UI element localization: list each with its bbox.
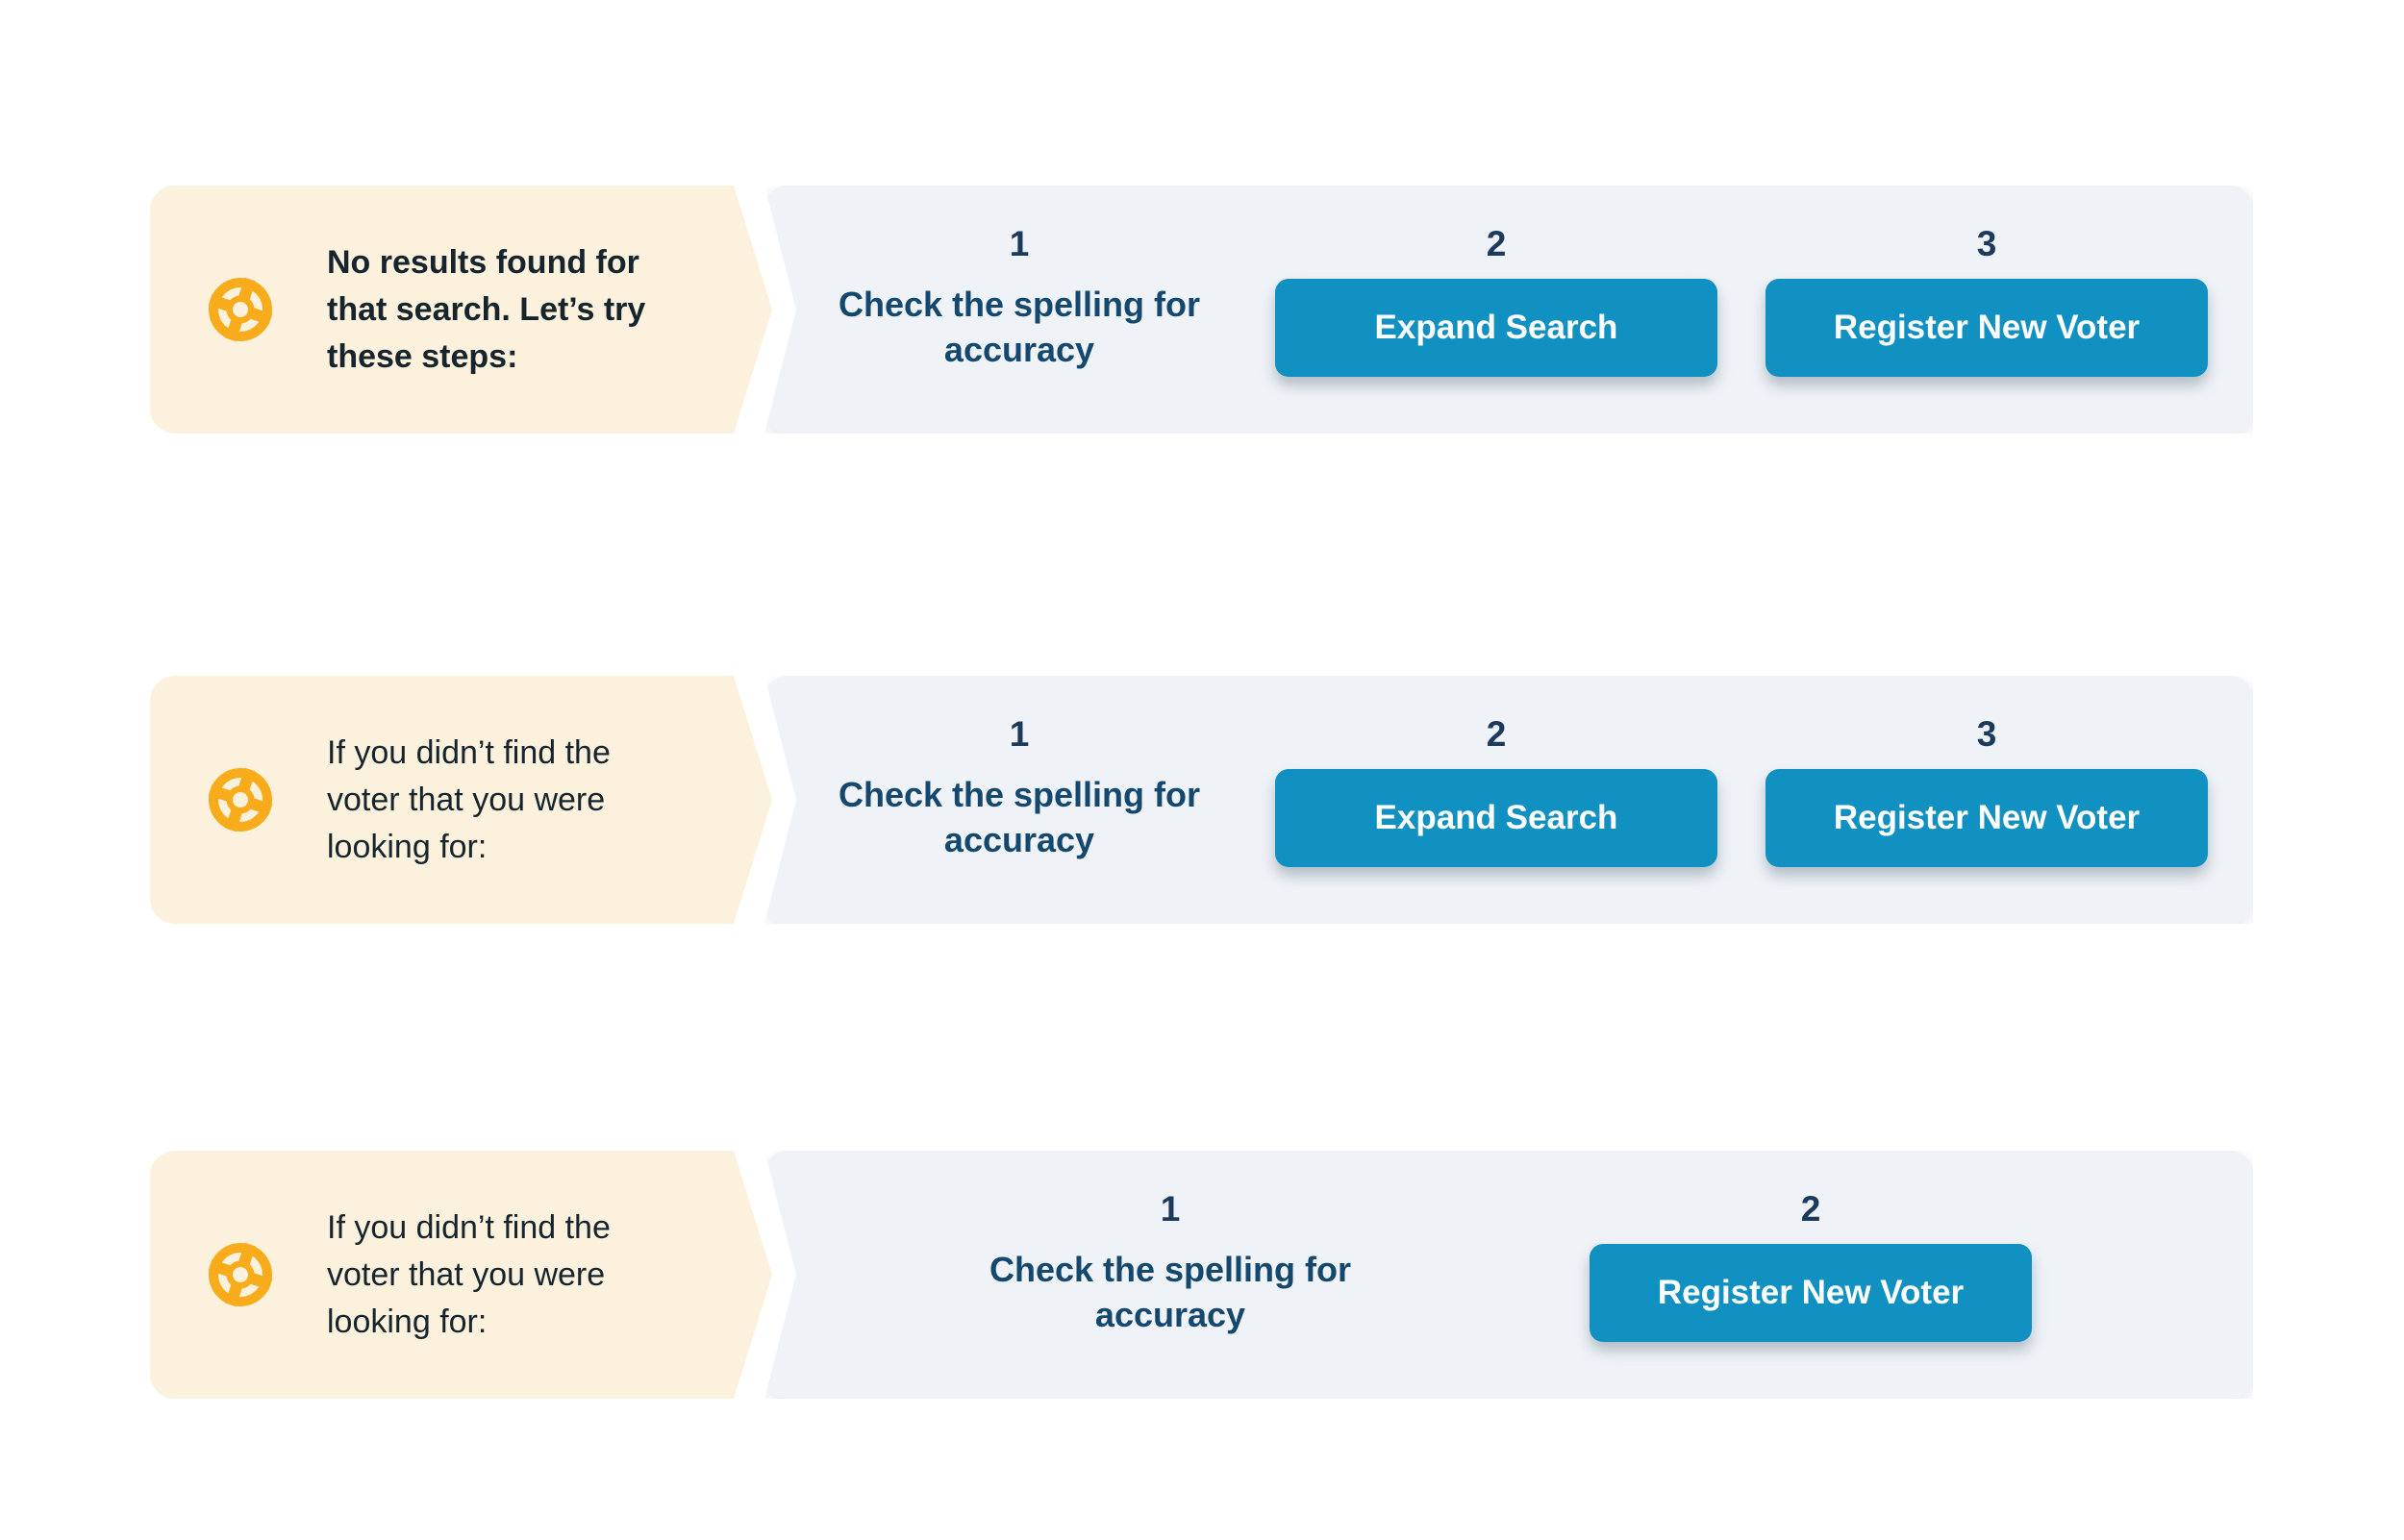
lifebuoy-icon	[208, 1242, 273, 1307]
step-number: 3	[1976, 714, 1997, 754]
step-item: 1 Check the spelling for accuracy	[769, 186, 1269, 434]
callout-text: No results found for that search. Let’s …	[327, 239, 645, 381]
step-number: 2	[1486, 714, 1507, 754]
step-number: 2	[1486, 224, 1507, 263]
steps-panel: 1 Check the spelling for accuracy 2 Regi…	[764, 1151, 2253, 1399]
register-new-voter-button[interactable]: Register New Voter	[1765, 279, 2208, 377]
expand-search-button[interactable]: Expand Search	[1275, 769, 1717, 867]
step-number: 3	[1976, 224, 1997, 263]
lifebuoy-icon	[208, 277, 273, 342]
callout-text: If you didn’t find the voter that you we…	[327, 1205, 611, 1346]
step-number: 1	[1160, 1189, 1181, 1229]
step-item: 3 Register New Voter	[1737, 186, 2237, 434]
register-new-voter-button[interactable]: Register New Voter	[1765, 769, 2208, 867]
lifebuoy-icon	[208, 767, 273, 832]
callout-text-line: that search. Let’s try	[327, 290, 646, 328]
step-number: 2	[1800, 1189, 1821, 1229]
step-item: 1 Check the spelling for accuracy	[769, 676, 1269, 924]
callout-text-line: voter that you were	[327, 781, 606, 818]
register-new-voter-button[interactable]: Register New Voter	[1590, 1244, 2032, 1342]
step-instruction: Check the spelling for accuracy	[838, 285, 1201, 369]
step-item: 2 Register New Voter	[1561, 1151, 2061, 1399]
expand-search-button[interactable]: Expand Search	[1275, 279, 1717, 377]
callout-text-line: looking for:	[327, 828, 488, 865]
step-item: 1 Check the spelling for accuracy	[920, 1151, 1420, 1399]
step-number: 1	[1009, 714, 1030, 754]
callout-text-line: looking for:	[327, 1303, 488, 1340]
callout-text-line: voter that you were	[327, 1255, 606, 1293]
callout-text-line: If you didn’t find the	[327, 1208, 611, 1246]
callout-text-line: these steps:	[327, 337, 518, 375]
callout-bubble: No results found for that search. Let’s …	[150, 186, 772, 434]
step-instruction: Check the spelling for accuracy	[838, 775, 1201, 859]
guidance-row: If you didn’t find the voter that you we…	[0, 1151, 2404, 1399]
callout-text-line: No results found for	[327, 243, 639, 281]
step-instruction: Check the spelling for accuracy	[989, 1250, 1352, 1334]
step-item: 2 Expand Search	[1246, 676, 1746, 924]
callout-bubble: If you didn’t find the voter that you we…	[150, 1151, 772, 1399]
step-number: 1	[1009, 224, 1030, 263]
step-item: 2 Expand Search	[1246, 186, 1746, 434]
callout-text: If you didn’t find the voter that you we…	[327, 730, 611, 871]
guidance-row: No results found for that search. Let’s …	[0, 186, 2404, 434]
step-item: 3 Register New Voter	[1737, 676, 2237, 924]
steps-panel: 1 Check the spelling for accuracy 2 Expa…	[764, 676, 2253, 924]
steps-panel: 1 Check the spelling for accuracy 2 Expa…	[764, 186, 2253, 434]
callout-bubble: If you didn’t find the voter that you we…	[150, 676, 772, 924]
guidance-row: If you didn’t find the voter that you we…	[0, 676, 2404, 924]
callout-text-line: If you didn’t find the	[327, 733, 611, 771]
